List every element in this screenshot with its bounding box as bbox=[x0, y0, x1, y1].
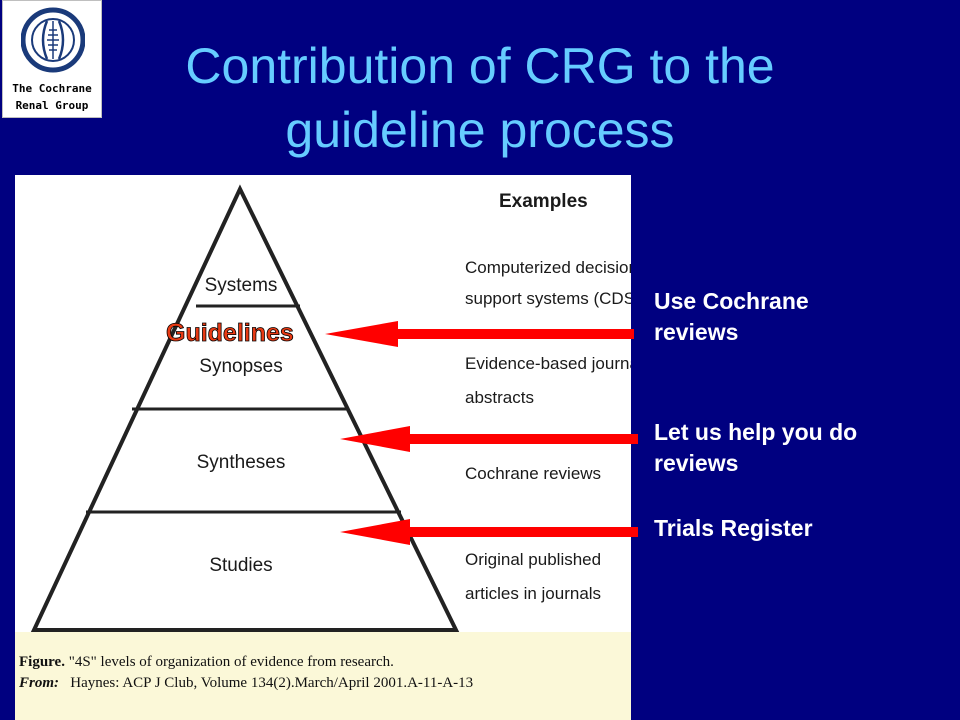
example-3-line-1: Cochrane reviews bbox=[465, 464, 601, 483]
cochrane-circle-icon bbox=[21, 7, 85, 73]
figure-caption: Figure. "4S" levels of organization of e… bbox=[15, 632, 631, 720]
example-2-line-2: abstracts bbox=[465, 388, 534, 407]
example-2-line-1: Evidence-based journal bbox=[465, 354, 631, 373]
examples-heading: Examples bbox=[499, 191, 588, 212]
logo-line-1: The Cochrane bbox=[12, 82, 92, 95]
caption-line-1: Figure. "4S" levels of organization of e… bbox=[19, 654, 394, 671]
title-line-1: Contribution of CRG to the bbox=[185, 38, 775, 94]
cochrane-logo: The Cochrane Renal Group bbox=[2, 0, 102, 118]
arrow-3-head bbox=[340, 519, 410, 545]
example-4-line-1: Original published bbox=[465, 550, 601, 569]
pyramid-diagram: Systems Synopses Syntheses Studies Examp… bbox=[30, 184, 631, 632]
arrow-3-shaft bbox=[410, 527, 638, 537]
contribution-1-line-2: reviews bbox=[654, 319, 739, 345]
title-line-2: guideline process bbox=[285, 102, 675, 158]
caption-line-2: From: Haynes: ACP J Club, Volume 134(2).… bbox=[19, 675, 473, 692]
slide-title: Contribution of CRG to the guideline pro… bbox=[110, 34, 850, 162]
contribution-2-line-1: Let us help you do bbox=[654, 419, 858, 445]
contribution-3-line-1: Trials Register bbox=[654, 515, 813, 541]
level-label-syntheses: Syntheses bbox=[197, 452, 286, 473]
contribution-2-line-2: reviews bbox=[654, 450, 739, 476]
level-label-systems: Systems bbox=[205, 275, 278, 296]
example-4-line-2: articles in journals bbox=[465, 584, 601, 603]
level-label-studies: Studies bbox=[209, 555, 272, 576]
level-label-synopses: Synopses bbox=[199, 356, 282, 377]
caption-figure-label: Figure. bbox=[19, 654, 65, 670]
guidelines-label: Guidelines bbox=[166, 319, 294, 347]
arrow-1-shaft bbox=[398, 329, 634, 339]
example-1-line-1: Computerized decision bbox=[465, 258, 631, 277]
contribution-1-line-1: Use Cochrane bbox=[654, 288, 809, 314]
arrow-1-head bbox=[325, 321, 398, 347]
arrow-2-head bbox=[340, 426, 410, 452]
evidence-pyramid-figure: Systems Synopses Syntheses Studies Examp… bbox=[15, 175, 631, 720]
caption-source-text: Haynes: ACP J Club, Volume 134(2).March/… bbox=[70, 675, 474, 691]
caption-figure-text: "4S" levels of organization of evidence … bbox=[68, 654, 394, 670]
example-1-line-2: support systems (CDSSs) bbox=[465, 289, 631, 308]
arrow-2-shaft bbox=[410, 434, 638, 444]
logo-line-2: Renal Group bbox=[15, 99, 89, 112]
caption-source-label: From: bbox=[19, 675, 60, 691]
